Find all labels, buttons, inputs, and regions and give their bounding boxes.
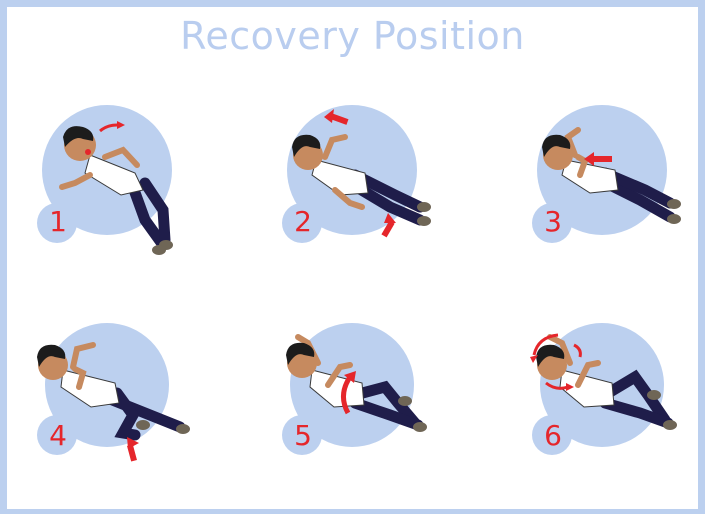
step-6-card: 6 xyxy=(530,315,705,490)
page-title: Recovery Position xyxy=(0,14,705,58)
step-number: 4 xyxy=(43,419,73,452)
person-lying-on-back-icon xyxy=(35,95,255,270)
step-number: 3 xyxy=(538,205,568,238)
tilt-head-back-icon xyxy=(530,315,705,490)
step-4-card: 4 xyxy=(35,315,255,490)
step-number: 6 xyxy=(538,419,568,452)
hand-under-cheek-icon xyxy=(530,95,705,270)
roll-onto-side-icon xyxy=(280,315,500,490)
step-5-card: 5 xyxy=(280,315,500,490)
step-1-card: 1 xyxy=(35,95,255,270)
knee-bent-icon xyxy=(35,315,255,490)
step-number: 1 xyxy=(43,205,73,238)
step-number: 5 xyxy=(288,419,318,452)
step-3-card: 3 xyxy=(530,95,705,270)
step-2-card: 2 xyxy=(280,95,500,270)
arm-raised-icon xyxy=(280,95,500,270)
step-number: 2 xyxy=(288,205,318,238)
